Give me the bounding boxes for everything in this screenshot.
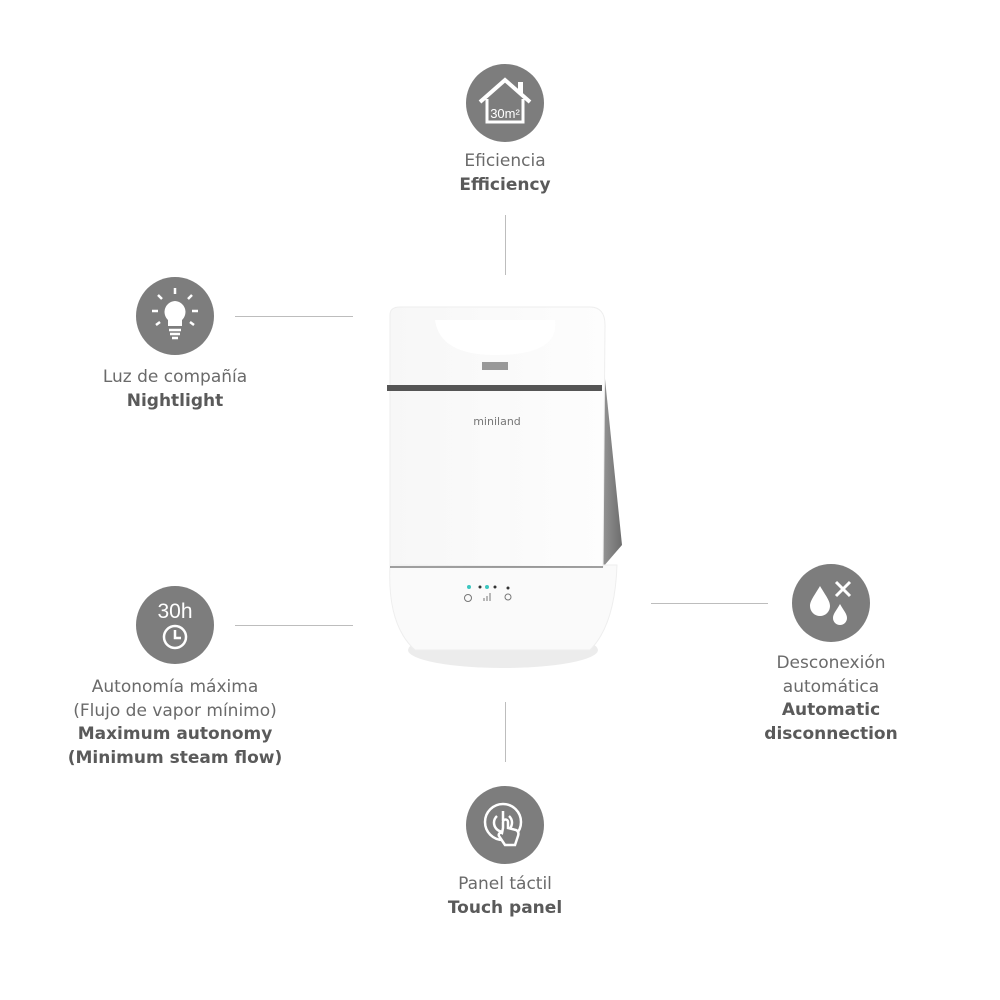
auto-off-es-2: automática bbox=[782, 676, 880, 697]
autonomy-label: Autonomía máxima (Flujo de vapor mínimo)… bbox=[25, 676, 325, 770]
water-drop-off-icon bbox=[792, 564, 870, 642]
connector-line bbox=[235, 625, 353, 626]
connector-line bbox=[505, 215, 506, 275]
efficiency-es: Eficiencia bbox=[464, 151, 546, 171]
nightlight-es: Luz de compañía bbox=[102, 367, 248, 387]
brand-logo: miniland bbox=[473, 415, 521, 428]
efficiency-label: Eficiencia Efficiency bbox=[355, 150, 655, 197]
clock-icon: 30h bbox=[136, 586, 214, 664]
nightlight-en: Nightlight bbox=[126, 390, 224, 411]
touch-en: Touch panel bbox=[447, 897, 563, 918]
autonomy-en-2: (Minimum steam flow) bbox=[67, 747, 283, 768]
autonomy-es-2: (Flujo de vapor mínimo) bbox=[73, 700, 277, 721]
efficiency-en: Efficiency bbox=[459, 174, 551, 195]
touch-label: Panel táctil Touch panel bbox=[355, 873, 655, 920]
touch-power-icon bbox=[466, 786, 544, 864]
auto-off-en-1: Automatic bbox=[781, 700, 881, 720]
autonomy-en-1: Maximum autonomy bbox=[77, 724, 273, 744]
auto-off-label: Desconexión automática Automatic disconn… bbox=[681, 652, 981, 746]
touch-es: Panel táctil bbox=[458, 874, 552, 894]
autonomy-es-1: Autonomía máxima bbox=[91, 677, 259, 697]
signal-level-icon[interactable] bbox=[483, 593, 491, 601]
control-panel bbox=[464, 585, 512, 602]
humidifier-product-image: miniland bbox=[385, 305, 625, 670]
connector-line bbox=[505, 702, 506, 762]
connector-line bbox=[235, 316, 353, 317]
lightbulb-icon bbox=[136, 277, 214, 355]
power-icon[interactable] bbox=[464, 594, 472, 602]
clock-icon-text: 30h bbox=[157, 600, 192, 623]
auto-off-en-2: disconnection bbox=[764, 723, 898, 744]
connector-line bbox=[651, 603, 768, 604]
auto-off-es-1: Desconexión bbox=[776, 653, 886, 673]
nightlight-label: Luz de compañía Nightlight bbox=[25, 366, 325, 413]
house-icon-text: 30m² bbox=[490, 106, 520, 121]
light-icon[interactable] bbox=[504, 593, 512, 601]
efficiency-icon: 30m² bbox=[466, 64, 544, 142]
